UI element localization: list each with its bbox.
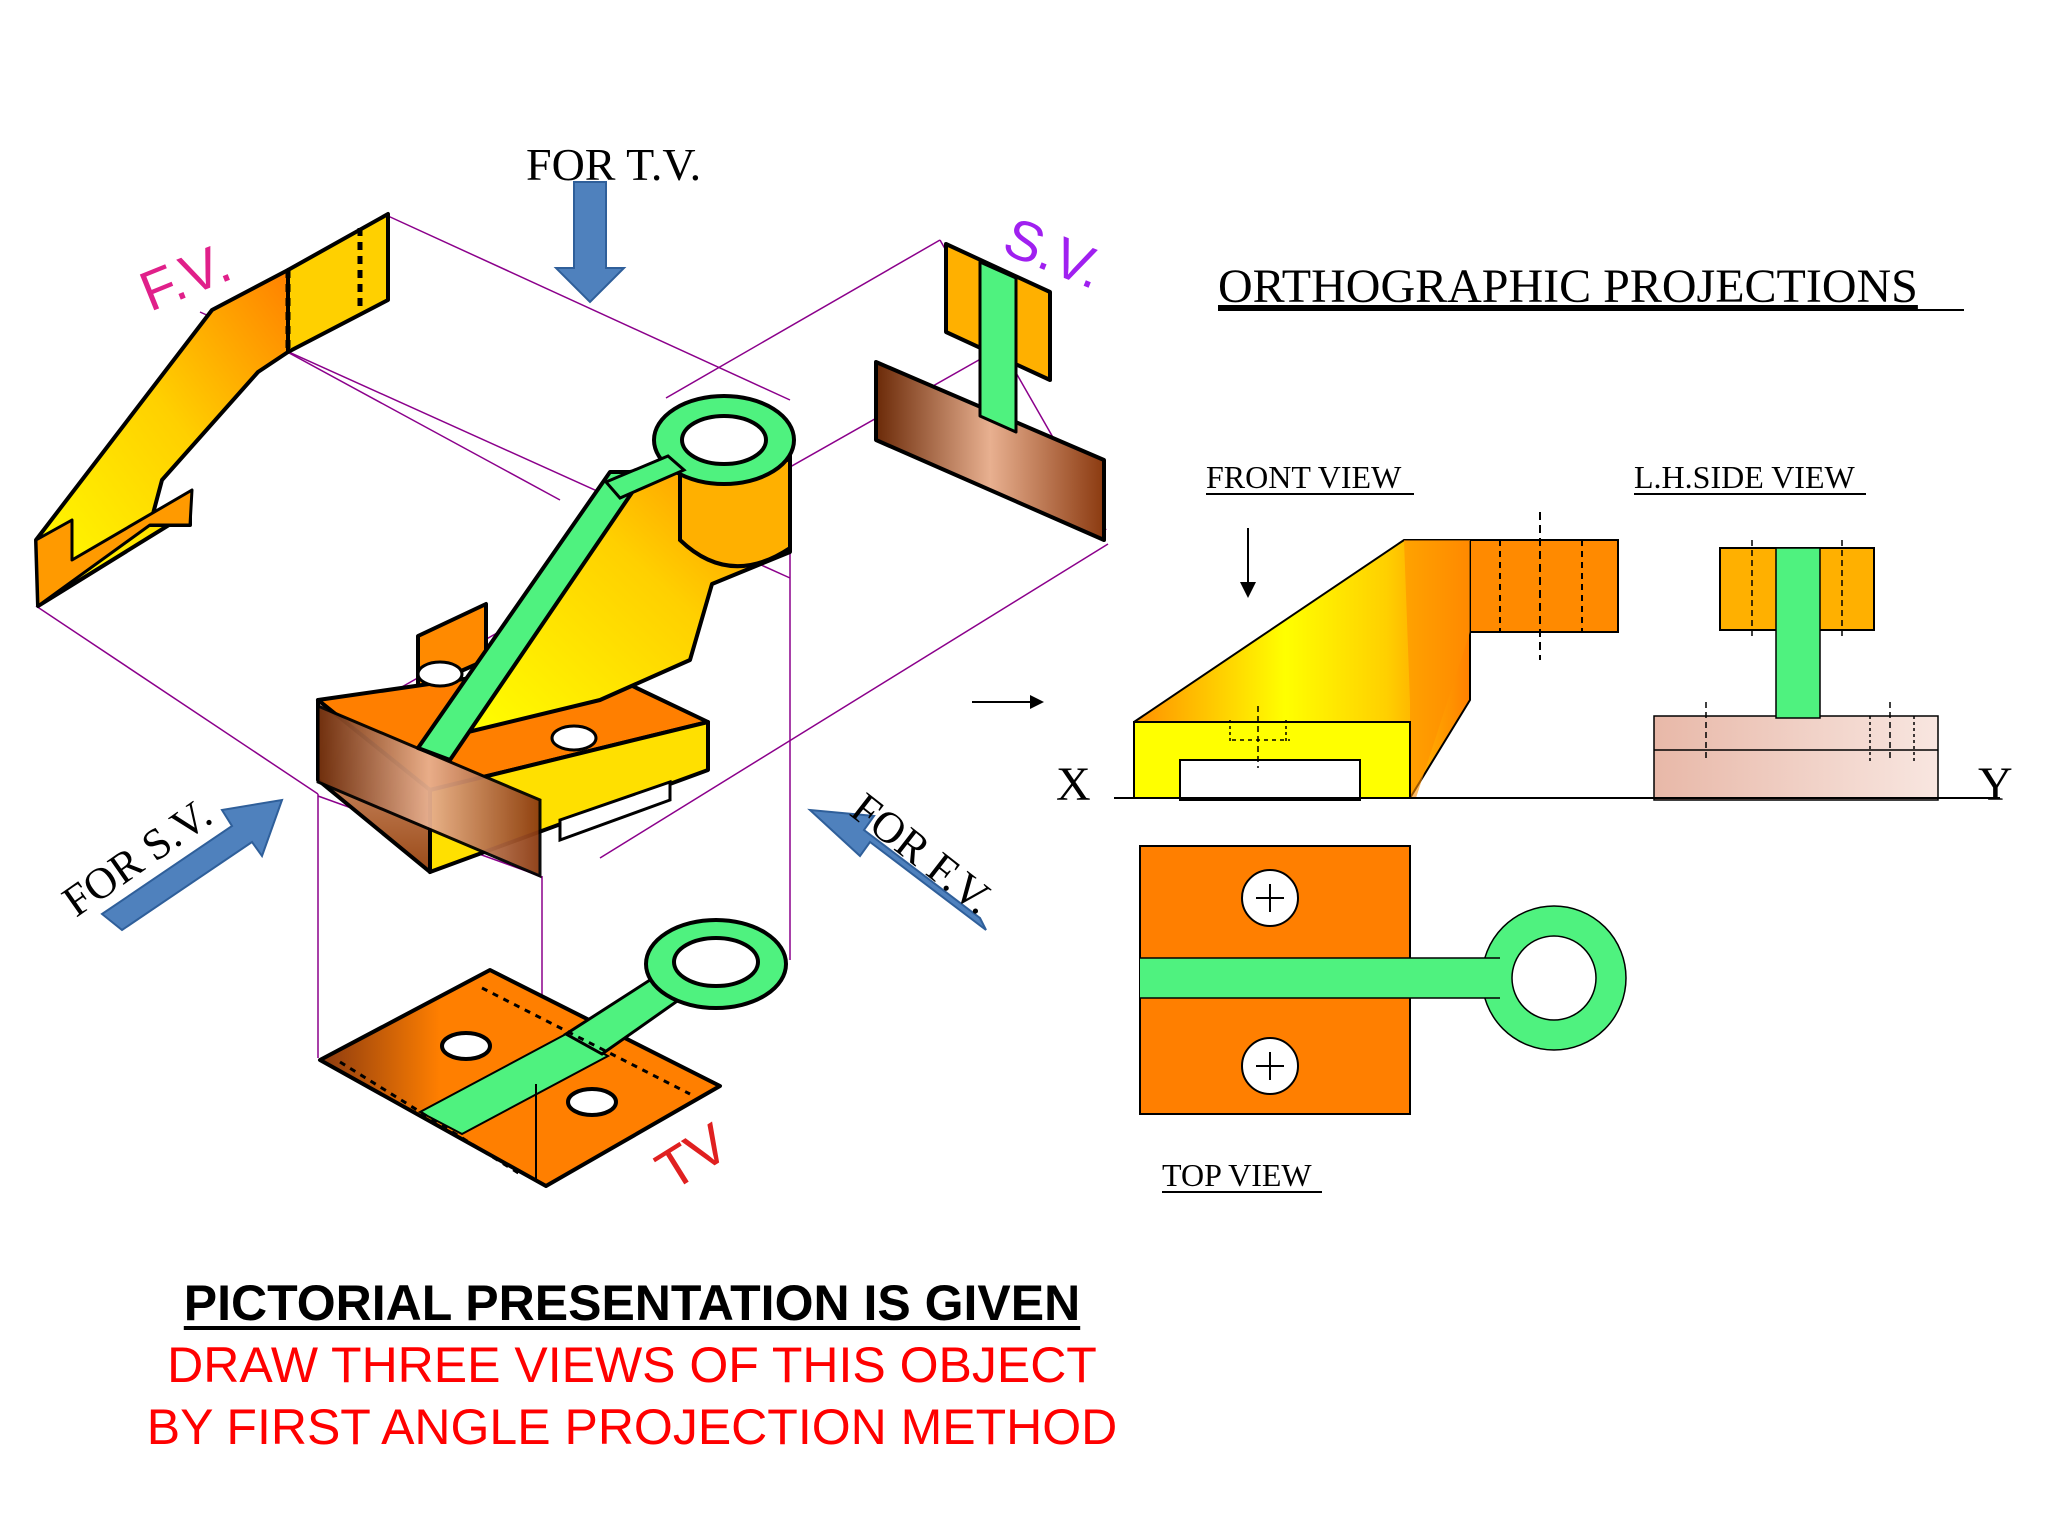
arrow-icon <box>553 181 627 304</box>
top-view-drawing <box>1139 845 1627 1115</box>
instruction-line-2: BY FIRST ANGLE PROJECTION METHOD <box>146 1399 1118 1455</box>
front-view-drawing <box>1133 512 1619 801</box>
side-view-label: L.H.SIDE VIEW <box>1634 459 1856 495</box>
instruction-heading-text: PICTORIAL PRESENTATION IS GIVEN <box>183 1275 1081 1331</box>
arrow-icon <box>807 808 987 931</box>
side-view-drawing <box>1653 540 1939 801</box>
side-view-panel <box>874 242 1106 542</box>
for-tv-label: FOR T.V. <box>526 139 701 190</box>
for-fv-label: FOR F.V. <box>842 783 1003 924</box>
pictorial-object <box>316 394 796 879</box>
arrow-icon <box>100 798 284 932</box>
front-view-label: FRONT VIEW <box>1206 459 1402 495</box>
instruction-heading: PICTORIAL PRESENTATION IS GIVEN <box>0 1274 1264 1332</box>
x-label: X <box>1056 758 1091 811</box>
plus-icon <box>1256 884 1284 912</box>
tv-tag: TV <box>645 1110 740 1202</box>
y-label: Y <box>1978 758 2013 811</box>
top-view-label: TOP VIEW <box>1162 1157 1312 1193</box>
front-view-panel <box>34 212 390 608</box>
plus-icon <box>1256 1052 1284 1080</box>
top-view-panel <box>318 918 788 1188</box>
orthographic-title: ORTHOGRAPHIC PROJECTIONS <box>1218 260 1918 313</box>
instruction-line-1: DRAW THREE VIEWS OF THIS OBJECT <box>167 1337 1097 1393</box>
